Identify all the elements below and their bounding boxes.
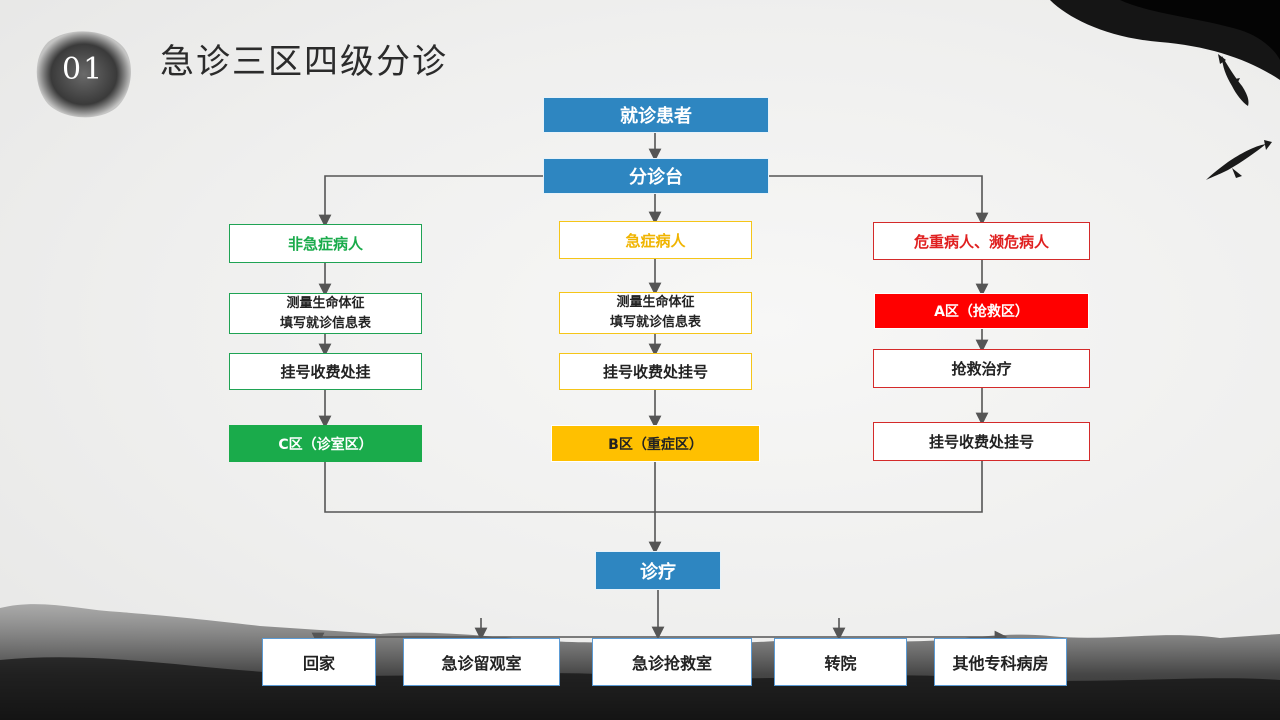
node-patient: 就诊患者: [543, 97, 769, 133]
node-register-b: 挂号收费处挂号: [559, 353, 752, 390]
node-outcome-transfer: 转院: [774, 638, 907, 686]
node-zone-a: A区（抢救区）: [874, 293, 1089, 329]
node-outcome-home: 回家: [262, 638, 376, 686]
vitals-line: 填写就诊信息表: [279, 315, 371, 331]
koi-fish-icon: [1206, 140, 1272, 180]
node-outcome-ward: 其他专科病房: [934, 638, 1067, 686]
vitals-line: 测量生命体征: [286, 295, 365, 311]
vitals-line: 填写就诊信息表: [609, 315, 701, 330]
node-register-c: 挂号收费处挂: [229, 353, 422, 390]
koi-fish-icon: [1218, 54, 1249, 106]
node-outcome-resuscitation: 急诊抢救室: [592, 638, 752, 686]
page-title: 急诊三区四级分诊: [160, 42, 448, 82]
node-zone-b: B区（重症区）: [551, 425, 760, 462]
node-urgent: 急症病人: [559, 221, 752, 259]
node-critical: 危重病人、濒危病人: [873, 222, 1090, 260]
node-zone-c: C区（诊室区）: [229, 425, 422, 462]
node-outcome-observation: 急诊留观室: [403, 638, 560, 686]
node-register-a: 挂号收费处挂号: [873, 422, 1090, 461]
ink-badge-decoration: [36, 31, 131, 118]
node-rescue-treatment: 抢救治疗: [873, 349, 1090, 388]
slide-number: 01: [62, 52, 105, 87]
node-triage-desk: 分诊台: [543, 158, 769, 194]
node-vitals-b: 测量生命体征 填写就诊信息表: [559, 292, 752, 334]
vitals-line: 测量生命体征: [616, 295, 695, 310]
ink-splash-decoration: [1050, 0, 1280, 80]
node-non-urgent: 非急症病人: [229, 224, 422, 263]
node-vitals-c: 测量生命体征 填写就诊信息表: [229, 293, 422, 334]
node-treatment: 诊疗: [595, 551, 721, 590]
